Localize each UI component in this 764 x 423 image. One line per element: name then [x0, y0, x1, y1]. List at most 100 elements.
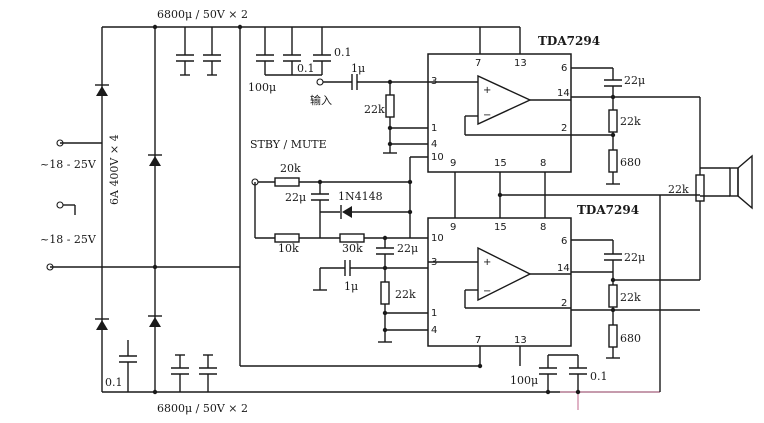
- bottom-pin-4: 4: [431, 325, 437, 336]
- cap-22u-out-bot-label: 22μ: [624, 251, 645, 264]
- top-chip-body[interactable]: [427, 53, 572, 173]
- power-supply: ~18 - 25V ~18 - 25V 6A 400V × 4 6800μ / …: [40, 8, 660, 415]
- top-pin-8: 8: [540, 158, 546, 169]
- res-22k-fb-bot: [608, 284, 618, 308]
- cap-0-1-bot-label: 0.1: [590, 370, 608, 383]
- top-pin-2: 2: [561, 123, 567, 134]
- res-22k-spk: [695, 174, 705, 202]
- psu-cap-0-1-label: 0.1: [105, 376, 123, 389]
- top-opamp-minus: −: [483, 110, 491, 121]
- cap-1u-top-label: 1μ: [351, 62, 365, 75]
- bridge-diode-1: [95, 84, 109, 96]
- bottom-input-network: 22μ 1μ 22k: [313, 238, 428, 343]
- top-pin-13: 13: [514, 58, 527, 69]
- top-decoupling: 100μ 0.1 0.1: [239, 27, 480, 367]
- res-30k-label: 30k: [342, 242, 363, 255]
- top-pin-1: 1: [431, 123, 437, 134]
- bottom-pin-1: 1: [431, 308, 437, 319]
- top-opamp-plus: +: [483, 85, 491, 96]
- junctions: [152, 24, 616, 395]
- input-terminal[interactable]: [316, 78, 324, 86]
- cap-1u-bot-label: 1μ: [344, 280, 358, 293]
- bottom-pin-8: 8: [540, 222, 546, 233]
- res-680-top: [608, 149, 618, 173]
- cap-0-1-b-label: 0.1: [334, 46, 352, 59]
- cap-100u-top: [256, 27, 274, 75]
- top-pin-15: 15: [494, 158, 507, 169]
- top-opamp: [477, 74, 532, 126]
- ac-terminal-ground[interactable]: [46, 263, 54, 271]
- bottom-decoupling: 100μ 0.1: [510, 195, 661, 410]
- res-10k-label: 10k: [278, 242, 299, 255]
- ac-terminal-top[interactable]: [56, 139, 64, 147]
- speaker-icon: [737, 154, 753, 210]
- diode-label: 1N4148: [338, 190, 383, 203]
- bottom-pin-15: 15: [494, 222, 507, 233]
- stby-mute-network: STBY / MUTE 20k 10k 30k 22μ 1N4148: [250, 138, 428, 255]
- cap-22u-pin10-label: 22μ: [397, 242, 418, 255]
- bottom-opamp-plus: +: [483, 257, 491, 268]
- res-680-bot-label: 680: [620, 332, 641, 345]
- top-pin-9: 9: [450, 158, 456, 169]
- bottom-chip-name: TDA7294: [577, 203, 639, 217]
- bottom-pin-6: 6: [561, 236, 567, 247]
- cap-22u-out-top-label: 22μ: [624, 74, 645, 87]
- bottom-pin-9: 9: [450, 222, 456, 233]
- stby-label: STBY / MUTE: [250, 138, 327, 151]
- res-680-top-label: 680: [620, 156, 641, 169]
- top-pin-10: 10: [431, 152, 444, 163]
- cap-0-1-b: [313, 27, 331, 75]
- bottom-pin-7: 7: [475, 335, 481, 346]
- top-output-network: 22μ 22k 680: [571, 67, 700, 185]
- cap-0-1-a: [283, 27, 301, 75]
- ac-label-top: ~18 - 25V: [40, 158, 97, 171]
- diode-1n4148: [342, 206, 352, 218]
- top-input-network: 1μ 输入 22k: [310, 62, 428, 154]
- res-20k-label: 20k: [280, 162, 301, 175]
- bottom-chip: TDA7294 + − 10 9 15 8 6 3 14 2 1 4 7 13: [427, 203, 639, 366]
- bridge-diode-2: [148, 154, 162, 166]
- res-22k-fb-bot-label: 22k: [620, 291, 641, 304]
- top-pin-7: 7: [475, 58, 481, 69]
- bottom-pin-3: 3: [431, 257, 437, 268]
- input-label: 输入: [310, 93, 332, 107]
- top-pin-4: 4: [431, 139, 437, 150]
- bottom-chip-body[interactable]: [427, 217, 572, 347]
- res-22k-in-bot-label: 22k: [395, 288, 416, 301]
- res-22k-in-top: [385, 94, 395, 118]
- res-22k-spk-label: 22k: [668, 183, 689, 196]
- top-chip-name: TDA7294: [538, 34, 600, 48]
- cap-100u-bot-label: 100μ: [510, 374, 538, 387]
- cap-22u-stby-label: 22μ: [285, 191, 306, 204]
- bottom-pin-14: 14: [557, 263, 570, 274]
- psu-cap-top-1: [176, 27, 194, 76]
- bottom-output-network: 22μ 22k 680: [571, 239, 700, 359]
- bottom-pin-10: 10: [431, 233, 444, 244]
- psu-caps-top-label: 6800μ / 50V × 2: [157, 8, 248, 21]
- ac-label-bottom: ~18 - 25V: [40, 233, 97, 246]
- psu-cap-top-2: [203, 27, 221, 76]
- res-22k-in-bot: [380, 281, 390, 305]
- bridge-diode-3: [95, 318, 109, 330]
- top-chip: TDA7294 + − 3 7 13 6 14 2 1 4 10 9 15 8: [427, 27, 600, 173]
- bottom-pin-13: 13: [514, 335, 527, 346]
- speaker-coil: [729, 167, 739, 197]
- bridge-label: 6A 400V × 4: [108, 134, 121, 205]
- psu-cap-0-1: [119, 340, 137, 392]
- psu-caps-bottom-label: 6800μ / 50V × 2: [157, 402, 248, 415]
- res-20k: [274, 177, 300, 187]
- res-10k: [274, 233, 300, 243]
- res-22k-fb-top: [608, 109, 618, 133]
- psu-cap-bottom-2: [199, 354, 217, 392]
- bridge-diode-4: [148, 315, 162, 327]
- psu-cap-bottom-1: [171, 354, 189, 392]
- top-pin-3: 3: [431, 76, 437, 87]
- bottom-pin-2: 2: [561, 298, 567, 309]
- res-30k: [339, 233, 365, 243]
- cap-100u-top-label: 100μ: [248, 81, 276, 94]
- ac-terminal-mid[interactable]: [56, 201, 64, 209]
- res-22k-in-top-label: 22k: [364, 103, 385, 116]
- cap-0-1-a-label: 0.1: [297, 62, 315, 75]
